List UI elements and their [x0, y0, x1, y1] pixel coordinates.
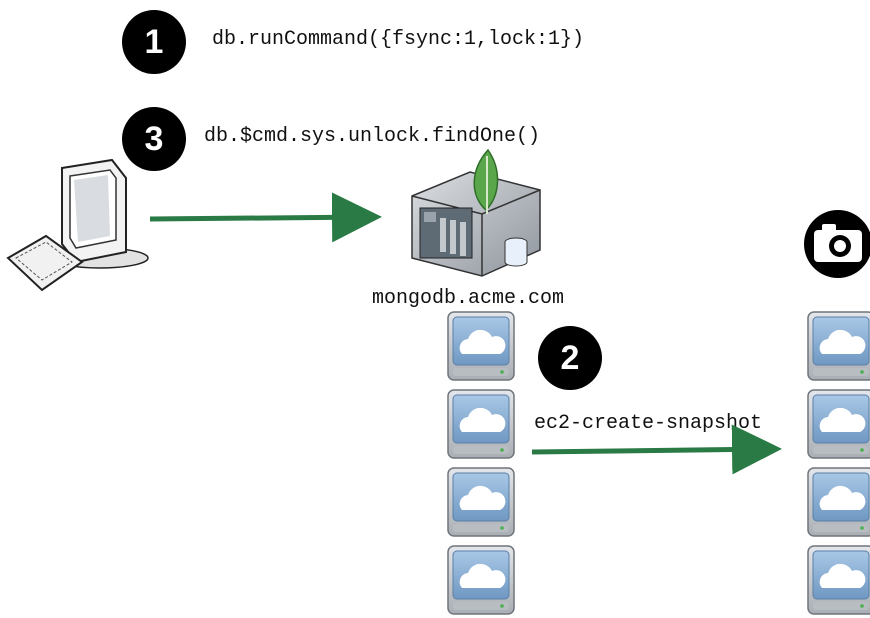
source-volumes [447, 311, 515, 615]
snapshot-drive-4 [807, 545, 870, 615]
step-2-badge: 2 [538, 326, 602, 390]
server-hostname: mongodb.acme.com [372, 287, 565, 310]
snapshot-drive-1 [807, 311, 870, 381]
source-drive-4 [447, 545, 515, 615]
source-drive-2 [447, 389, 515, 459]
snapshot-drive-3 [807, 467, 870, 537]
step-2-command: ec2-create-snapshot [534, 412, 763, 435]
step-1-command: db.runCommand({fsync:1,lock:1}) [212, 28, 585, 51]
step-1-badge: 1 [122, 10, 186, 74]
step-3-badge: 3 [122, 107, 186, 171]
snapshot-drive-2 [807, 389, 870, 459]
desktop-computer-icon [6, 158, 149, 292]
source-drive-1 [447, 311, 515, 381]
source-drive-3 [447, 467, 515, 537]
step-3-command: db.$cmd.sys.unlock.findOne() [204, 125, 541, 148]
arrow-snapshot [531, 424, 782, 475]
camera-icon [804, 210, 870, 278]
arrow-client-to-server [149, 192, 382, 243]
snapshot-volumes [807, 311, 870, 615]
mongodb-server-icon [411, 148, 541, 277]
